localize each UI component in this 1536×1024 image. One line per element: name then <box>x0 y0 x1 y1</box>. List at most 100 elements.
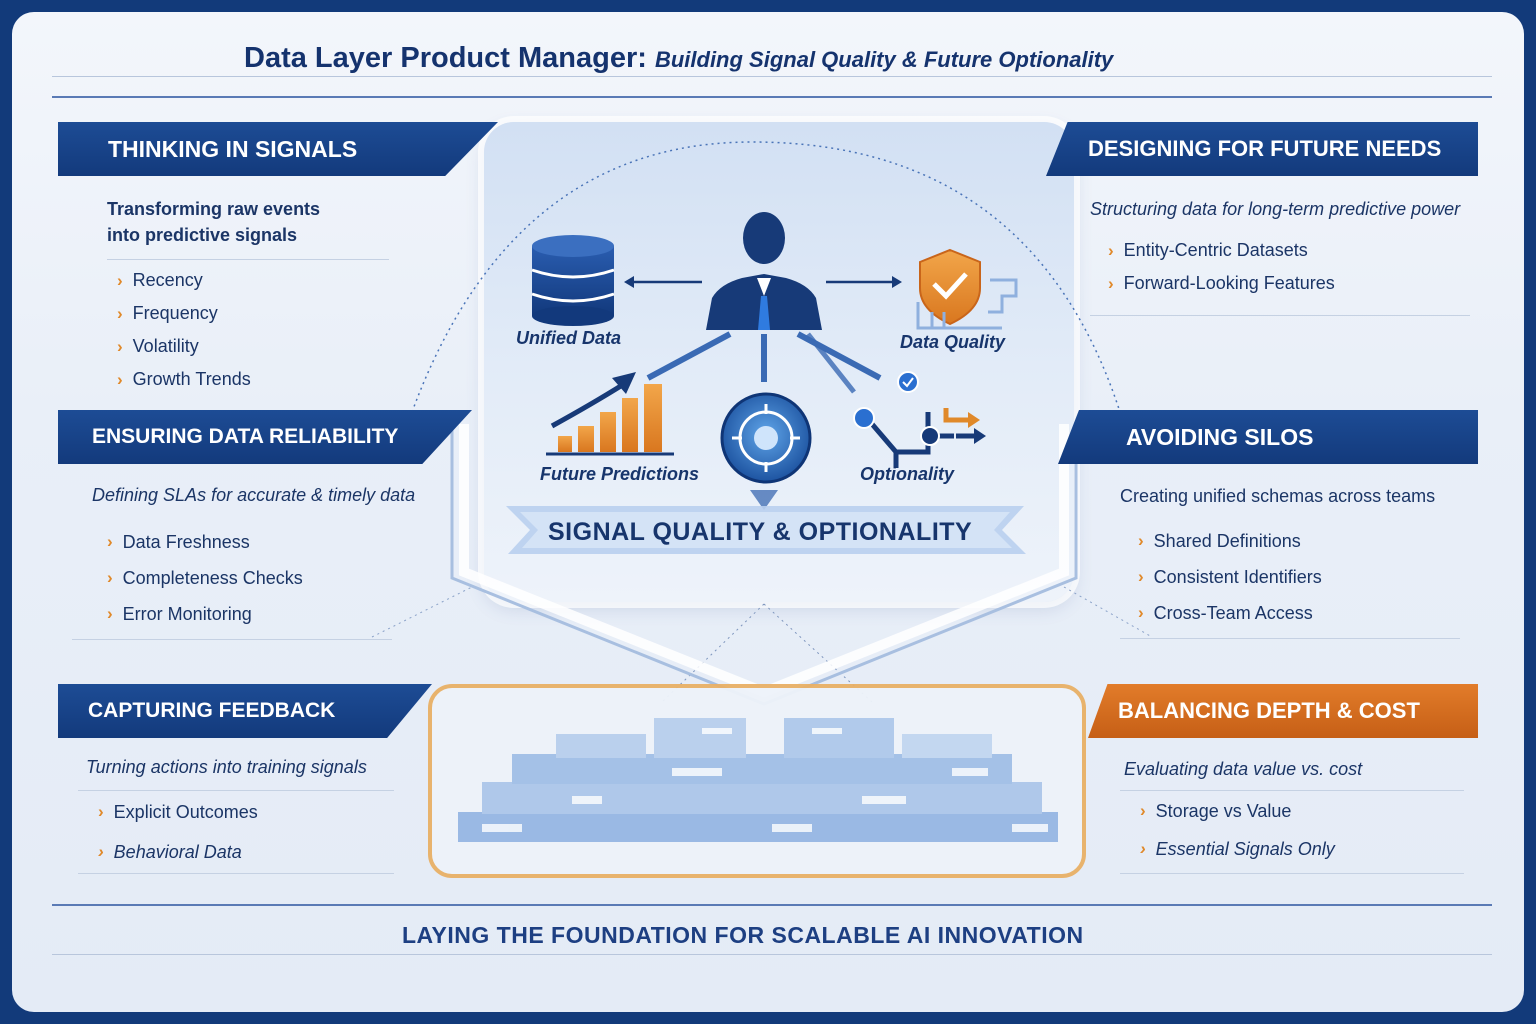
list-item-label: Completeness Checks <box>122 567 303 588</box>
label-optionality: Optionality <box>860 464 954 484</box>
list-item-label: Forward-Looking Features <box>1123 273 1335 293</box>
feedback-list: › Explicit Outcomes › Behavioral Data <box>98 792 258 872</box>
chevron-right-icon: › <box>98 802 104 821</box>
list-item: › Growth Trends <box>117 363 251 396</box>
list-item-label: Behavioral Data <box>113 841 242 862</box>
cost-divider-bottom <box>1120 873 1464 874</box>
list-item: › Forward-Looking Features <box>1108 267 1335 300</box>
list-item-label: Frequency <box>132 303 218 323</box>
database-icon <box>531 235 615 326</box>
chevron-right-icon: › <box>117 369 123 389</box>
list-item-label: Storage vs Value <box>1155 800 1292 821</box>
thinking-divider <box>107 259 389 260</box>
list-item-label: Cross-Team Access <box>1153 602 1313 623</box>
chevron-right-icon: › <box>1138 531 1144 550</box>
list-item-label: Consistent Identifiers <box>1153 566 1322 587</box>
feedback-divider <box>78 790 394 791</box>
person-icon <box>706 212 822 330</box>
future-list: ›Entity-Centric Datasets › Forward-Lookin… <box>1108 234 1335 300</box>
chevron-right-icon: › <box>107 532 113 551</box>
chevron-right-icon: › <box>1138 603 1144 622</box>
list-item-label: Volatility <box>132 336 199 356</box>
feedback-description: Turning actions into training signals <box>86 757 367 777</box>
chevron-right-icon: › <box>117 303 123 323</box>
list-item: › Behavioral Data <box>98 832 258 872</box>
cost-description: Evaluating data value vs. cost <box>1124 759 1363 779</box>
list-item: › Consistent Identifiers <box>1138 559 1322 595</box>
shield-check-icon <box>916 248 1018 330</box>
banner-data-reliability: ENSURING DATA RELIABILITY <box>58 410 472 464</box>
list-item-label: Recency <box>132 270 203 290</box>
label-future-predictions: Future Predictions <box>540 464 700 484</box>
list-item: › Error Monitoring <box>107 596 303 632</box>
label-unified-data: Unified Data <box>516 328 622 348</box>
list-item: ›Entity-Centric Datasets <box>1108 234 1335 267</box>
dotted-connector-left <box>371 586 473 638</box>
section-title: BALANCING DEPTH & COST <box>1118 698 1420 723</box>
list-item-label: Data Freshness <box>122 531 250 552</box>
list-item: › Explicit Outcomes <box>98 792 258 832</box>
reliability-divider <box>72 639 392 640</box>
center-graphics <box>371 141 1153 878</box>
silos-divider <box>1120 638 1460 639</box>
cost-divider <box>1120 790 1464 791</box>
list-item-label: Explicit Outcomes <box>113 801 258 822</box>
chevron-right-icon: › <box>107 604 113 623</box>
thinking-desc-line1: Transforming raw events <box>107 199 321 219</box>
list-item: › Storage vs Value <box>1140 792 1335 830</box>
list-item: › Essential Signals Only <box>1140 830 1335 868</box>
chevron-right-icon: › <box>1108 273 1114 293</box>
branching-icon <box>853 371 986 468</box>
silos-description: Creating unified schemas across teams <box>1120 486 1436 506</box>
list-item: › Data Freshness <box>107 524 303 560</box>
section-title: AVOIDING SILOS <box>1126 423 1314 450</box>
label-data-quality: Data Quality <box>900 332 1006 352</box>
list-item-label: Growth Trends <box>132 369 251 389</box>
banner-avoiding-silos: AVOIDING SILOS <box>1058 410 1478 464</box>
footer-tagline: LAYING THE FOUNDATION FOR SCALABLE AI IN… <box>402 922 1084 948</box>
list-item: › Recency <box>117 264 251 297</box>
list-item-label: Entity-Centric Datasets <box>1123 240 1308 260</box>
reliability-description: Defining SLAs for accurate & timely data <box>92 485 416 505</box>
future-description: Structuring data for long-term predictiv… <box>1090 199 1461 219</box>
thinking-description: Transforming raw events into predictive … <box>107 196 320 248</box>
chevron-right-icon: › <box>1138 567 1144 586</box>
section-title: ENSURING DATA RELIABILITY <box>92 425 399 448</box>
footer-rule-top <box>52 904 1492 906</box>
ribbon-label: SIGNAL QUALITY & OPTIONALITY <box>548 518 973 546</box>
title-main: Data Layer Product Manager: <box>244 42 647 74</box>
thinking-desc-line2: into predictive signals <box>107 225 298 245</box>
growth-chart-icon <box>546 372 674 456</box>
section-title: DESIGNING FOR FUTURE NEEDS <box>1088 136 1442 161</box>
chevron-right-icon: › <box>117 270 123 290</box>
feedback-divider-bottom <box>78 873 394 874</box>
banner-capturing-feedback: CAPTURING FEEDBACK <box>58 684 432 738</box>
page-title: Data Layer Product Manager: Building Sig… <box>244 42 1113 75</box>
cost-list: › Storage vs Value › Essential Signals Onl… <box>1140 792 1335 868</box>
section-title: CAPTURING FEEDBACK <box>88 699 336 722</box>
chevron-right-icon: › <box>1140 801 1146 820</box>
banner-future-needs: DESIGNING FOR FUTURE NEEDS <box>1046 122 1478 176</box>
silos-list: › Shared Definitions › Consistent Identifi… <box>1138 523 1322 631</box>
list-item-label: Essential Signals Only <box>1155 838 1335 859</box>
header-rule-bottom <box>52 96 1492 98</box>
dotted-connector-right <box>1063 586 1153 638</box>
section-title: THINKING IN SIGNALS <box>108 135 358 162</box>
target-icon <box>720 392 812 484</box>
list-item-label: Error Monitoring <box>122 603 252 624</box>
list-item: ›Volatility <box>117 330 251 363</box>
list-item: › Frequency <box>117 297 251 330</box>
chevron-right-icon: › <box>98 842 104 861</box>
title-subtitle: Building Signal Quality & Future Optiona… <box>654 47 1114 72</box>
center-ribbon <box>506 506 1026 554</box>
chevron-right-icon: › <box>1140 839 1146 858</box>
infographic-frame: Data Layer Product Manager: Building Sig… <box>12 12 1524 1012</box>
list-item: › Cross-Team Access <box>1138 595 1322 631</box>
list-item-label: Shared Definitions <box>1153 530 1301 551</box>
banner-depth-cost: BALANCING DEPTH & COST <box>1088 684 1478 738</box>
list-item: › Completeness Checks <box>107 560 303 596</box>
chevron-right-icon: › <box>107 568 113 587</box>
list-item: › Shared Definitions <box>1138 523 1322 559</box>
reliability-list: › Data Freshness › Completeness Checks › Er… <box>107 524 303 632</box>
ray-left <box>646 331 732 381</box>
